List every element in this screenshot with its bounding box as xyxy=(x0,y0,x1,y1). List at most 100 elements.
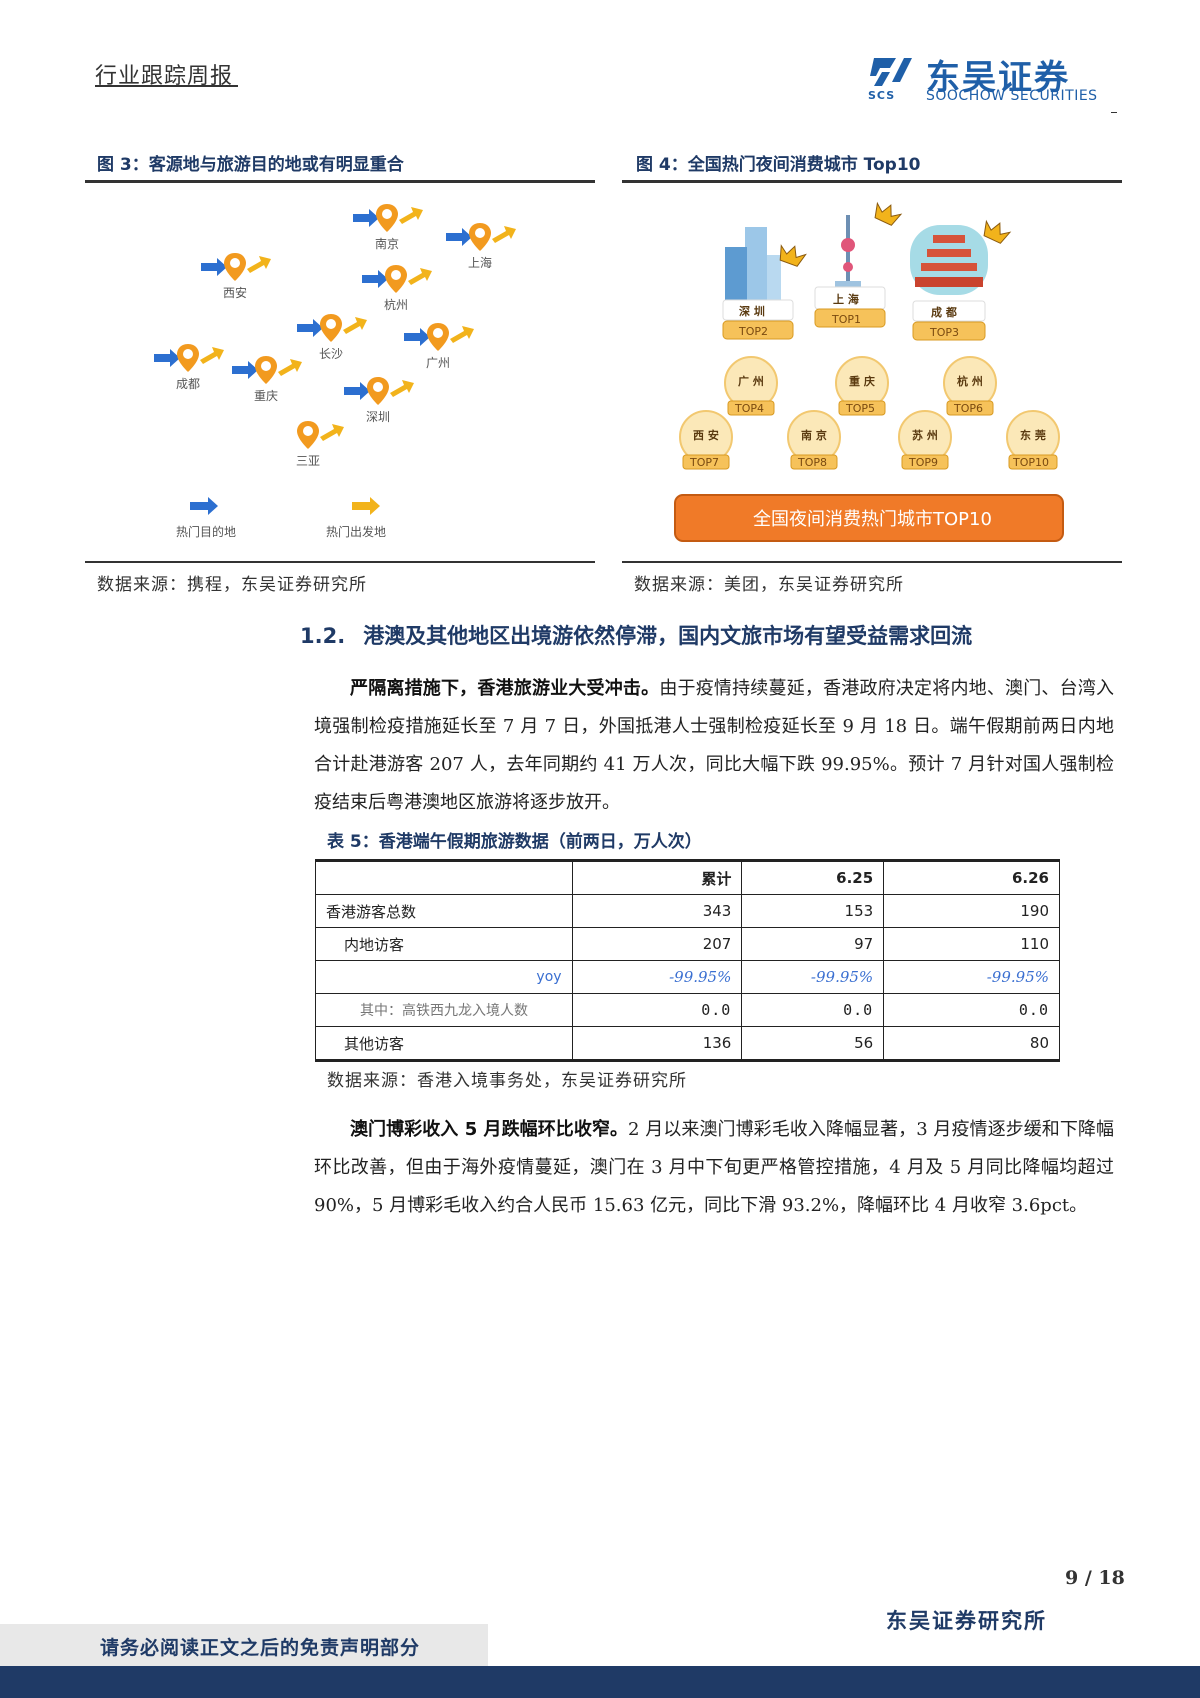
top2-badge xyxy=(722,320,794,340)
paragraph-lead: 严隔离措施下，香港旅游业大受冲击。 xyxy=(350,678,660,699)
top3-badge xyxy=(912,321,986,341)
rank-medallion-4: 广 州 TOP4 xyxy=(724,356,778,416)
shanghai-tower-icon xyxy=(835,199,904,289)
table-cell: 136 xyxy=(571,1026,743,1062)
table5-source: 数据来源：香港入境事务处，东吴证券研究所 xyxy=(327,1071,687,1091)
city-marker-shanghai: 上海 xyxy=(446,223,516,270)
svg-text:广州: 广州 xyxy=(426,356,450,370)
footer-organization: 东吴证券研究所 xyxy=(886,1609,1047,1633)
city-marker-nanjing: 南京 xyxy=(353,204,423,251)
table-header-cell: 6.25 xyxy=(741,859,885,895)
figure4-title: 图 4：全国热门夜间消费城市 Top10 xyxy=(636,155,921,175)
svg-text:TOP8: TOP8 xyxy=(797,456,827,469)
city-marker-chongqing: 重庆 xyxy=(232,356,302,403)
origin-arrow-icon xyxy=(352,497,380,515)
svg-text:成都: 成都 xyxy=(176,377,200,391)
table-cell: -99.95% xyxy=(571,960,743,994)
row-label: 香港游客总数 xyxy=(315,894,573,928)
svg-text:热门目的地: 热门目的地 xyxy=(176,524,236,539)
figure4-top-rule xyxy=(622,180,1122,183)
row-label: 其他访客 xyxy=(315,1026,573,1062)
table-cell: 0.0 xyxy=(883,993,1060,1027)
logo-abbreviation: SCS xyxy=(868,89,896,102)
svg-text:TOP7: TOP7 xyxy=(689,456,719,469)
svg-text:杭州: 杭州 xyxy=(384,297,408,312)
figure4-infographic: 深 圳 TOP2 上 海 TOP1 成 都 TOP3 广 州 TOP4 重 庆 … xyxy=(674,199,1064,542)
svg-text:南 京: 南 京 xyxy=(801,428,827,442)
rank-medallion-8: 南 京 TOP8 xyxy=(787,410,841,470)
table-row: yoy -99.95% -99.95% -99.95% xyxy=(315,960,1060,994)
table-cell: 56 xyxy=(741,1026,885,1062)
rank-medallion-10: 东 莞 TOP10 xyxy=(1006,410,1060,470)
row-label: yoy xyxy=(315,960,573,994)
table-header-cell: 累计 xyxy=(571,859,743,895)
svg-text:上海: 上海 xyxy=(468,255,492,270)
svg-text:东 莞: 东 莞 xyxy=(1020,428,1046,442)
svg-text:TOP4: TOP4 xyxy=(734,402,764,415)
table-header-cell: 6.26 xyxy=(883,859,1060,895)
svg-text:西 安: 西 安 xyxy=(693,428,719,442)
footer-bar xyxy=(0,1666,1200,1698)
svg-text:南京: 南京 xyxy=(375,236,399,251)
figure3-top-rule xyxy=(85,180,595,183)
header-underline xyxy=(95,85,238,87)
figure3-source: 数据来源：携程，东吴证券研究所 xyxy=(97,575,367,595)
table-cell: 0.0 xyxy=(741,993,885,1027)
table-row: 其他访客 136 56 80 xyxy=(315,1026,1060,1062)
svg-text:广 州: 广 州 xyxy=(738,374,764,388)
top10-banner xyxy=(674,494,1064,542)
city-marker-sanya: 三亚 xyxy=(296,421,344,468)
table-cell: -99.95% xyxy=(883,960,1060,994)
logo-english-name: SOOCHOW SECURITIES xyxy=(926,88,1098,104)
disclaimer-note: 请务必阅读正文之后的免责声明部分 xyxy=(100,1637,421,1659)
paragraph-hong-kong: 严隔离措施下，香港旅游业大受冲击。由于疫情持续蔓延，香港政府决定将内地、澳门、台… xyxy=(314,670,1114,822)
svg-text:TOP10: TOP10 xyxy=(1012,456,1049,469)
svg-text:长沙: 长沙 xyxy=(319,347,343,361)
row-label: 其中：高铁西九龙入境人数 xyxy=(315,993,573,1027)
figure3-map: 西安 南京 上海 杭州 长沙 广州 成都 重庆 深圳 三亚 xyxy=(154,204,516,539)
table-cell: 343 xyxy=(571,894,743,928)
city-marker-changsha: 长沙 xyxy=(297,314,367,361)
top1-badge xyxy=(814,308,886,328)
svg-text:TOP1: TOP1 xyxy=(831,313,861,326)
section-title: 港澳及其他地区出境游依然停滞，国内文旅市场有望受益需求回流 xyxy=(363,624,973,648)
svg-text:上 海: 上 海 xyxy=(833,292,859,306)
chengdu-pagoda-icon xyxy=(910,217,1013,295)
disclaimer-background xyxy=(0,1624,488,1666)
shenzhen-skyline-icon xyxy=(725,227,808,309)
svg-text:深圳: 深圳 xyxy=(366,410,390,424)
paragraph-lead: 澳门博彩收入 5 月跌幅环比收窄。 xyxy=(350,1119,629,1140)
soochow-logo-icon xyxy=(870,58,912,86)
table-cell: 0.0 xyxy=(571,993,743,1027)
svg-text:TOP5: TOP5 xyxy=(845,402,875,415)
city-marker-guangzhou: 广州 xyxy=(404,323,474,370)
table-cell: 97 xyxy=(741,927,885,961)
svg-text:TOP3: TOP3 xyxy=(929,326,959,339)
figure4-bottom-rule xyxy=(622,561,1122,563)
table-cell: 80 xyxy=(883,1026,1060,1062)
svg-text:重庆: 重庆 xyxy=(254,389,278,403)
destination-arrow-icon xyxy=(190,497,218,515)
page-number: 9 / 18 xyxy=(1065,1567,1125,1589)
rank-medallion-6: 杭 州 TOP6 xyxy=(943,356,997,416)
table-cell: 110 xyxy=(883,927,1060,961)
table5-title: 表 5：香港端午假期旅游数据（前两日，万人次） xyxy=(327,832,702,852)
section-heading: 1.2.港澳及其他地区出境游依然停滞，国内文旅市场有望受益需求回流 xyxy=(300,620,972,650)
figure3-legend: 热门目的地 热门出发地 xyxy=(176,497,386,539)
svg-text:TOP6: TOP6 xyxy=(953,402,983,415)
city-marker-chengdu: 成都 xyxy=(154,344,224,391)
svg-text:深 圳: 深 圳 xyxy=(739,304,765,318)
table-header-cell xyxy=(315,859,573,895)
city-marker-shenzhen: 深圳 xyxy=(344,377,414,424)
svg-text:TOP9: TOP9 xyxy=(908,456,938,469)
rank-medallion-7: 西 安 TOP7 xyxy=(679,410,733,470)
table-cell: -99.95% xyxy=(741,960,885,994)
figure3-bottom-rule xyxy=(85,561,595,563)
report-type-title: 行业跟踪周报 xyxy=(95,64,234,89)
header-mark xyxy=(1111,112,1117,113)
logo-chinese-name: 东吴证券 xyxy=(926,58,1070,98)
svg-text:成 都: 成 都 xyxy=(931,305,957,319)
rank-medallion-5: 重 庆 TOP5 xyxy=(835,356,889,416)
soochow-logo: SCS 东吴证券 SOOCHOW SECURITIES xyxy=(866,52,1116,108)
table-header-row: 累计 6.25 6.26 xyxy=(315,859,1060,895)
